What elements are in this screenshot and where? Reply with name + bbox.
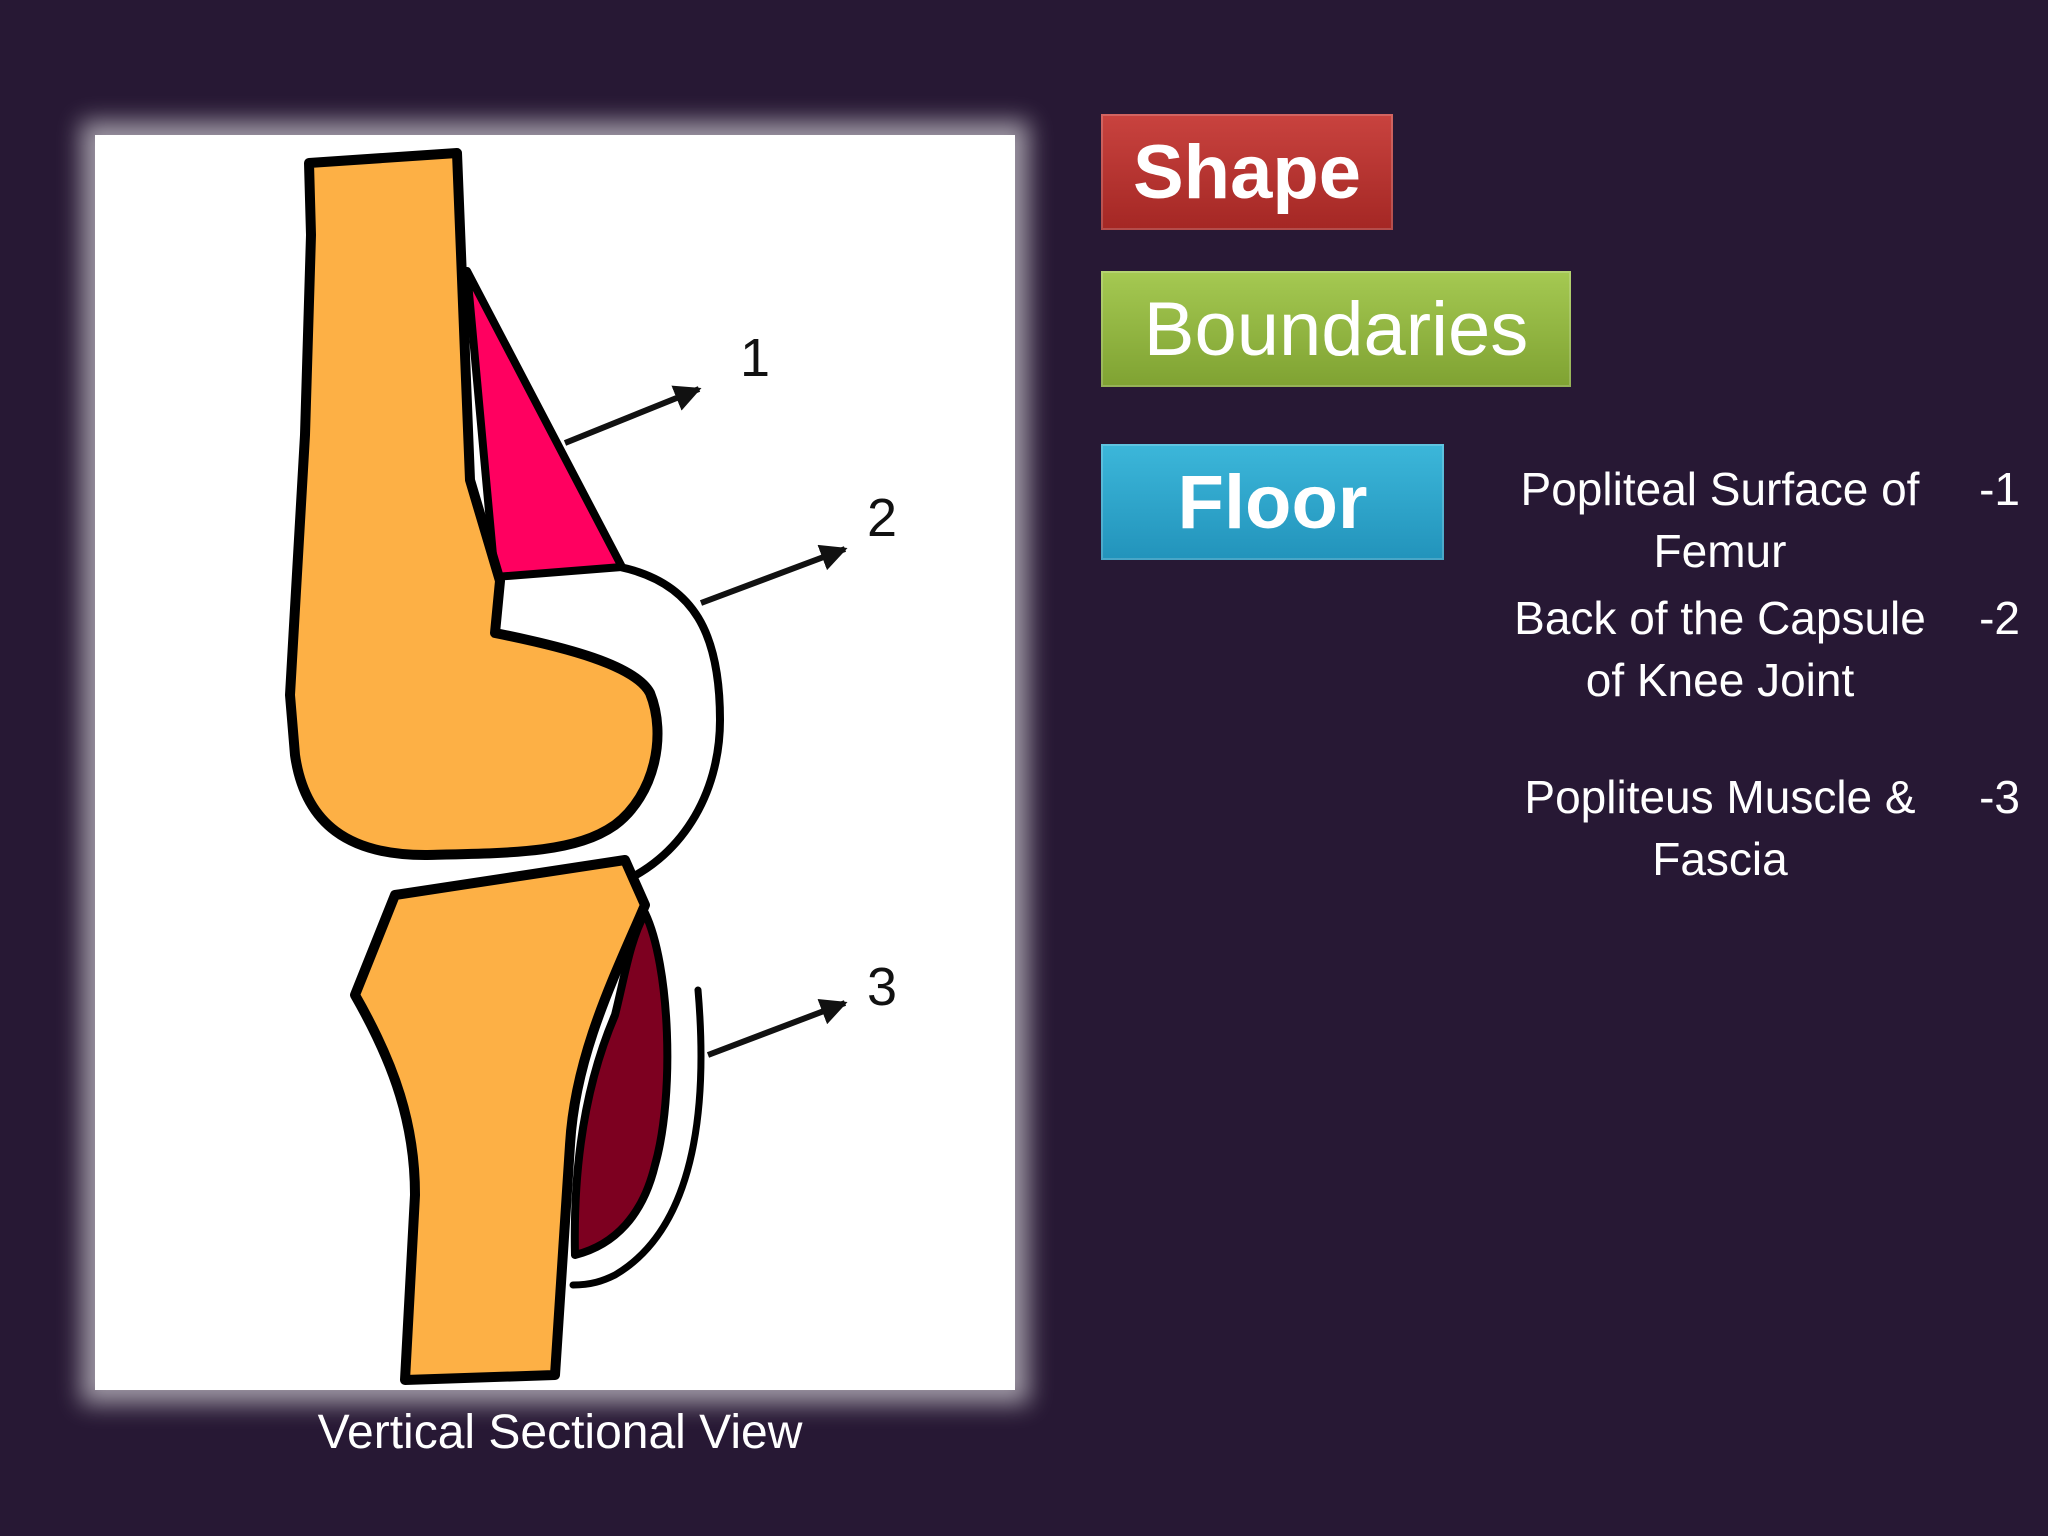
boundaries-button[interactable]: Boundaries: [1101, 271, 1571, 387]
label-2-arrow: [699, 544, 848, 606]
shape-button[interactable]: Shape: [1101, 114, 1393, 230]
floor-item-3-line1: Popliteus Muscle &: [1524, 771, 1916, 823]
label-3: 3: [867, 957, 897, 1017]
floor-item-1-line1: Popliteal Surface of: [1520, 463, 1920, 515]
femur-bone: [285, 148, 663, 860]
popliteus-fascia: [569, 986, 705, 1289]
popliteus-muscle: [570, 909, 672, 1259]
floor-item-1-number: -1: [1979, 463, 2020, 515]
floor-button[interactable]: Floor: [1101, 444, 1444, 560]
floor-item-3-number: -3: [1979, 771, 2020, 823]
figure-caption: Vertical Sectional View: [317, 1406, 803, 1459]
tibia-bone: [350, 855, 650, 1385]
floor-item-2-line2: of Knee Joint: [1585, 654, 1855, 706]
knee-section-diagram: 1 2 3: [285, 148, 897, 1385]
figure-panel: 1 2 3: [95, 135, 1015, 1390]
floor-item-3-line2: Fascia: [1652, 833, 1788, 885]
label-1-arrow: [563, 385, 702, 446]
label-2: 2: [867, 488, 897, 548]
floor-item-2-number: -2: [1979, 592, 2020, 644]
label-3-arrow: [706, 999, 848, 1058]
floor-item-2-line1: Back of the Capsule: [1514, 592, 1926, 644]
floor-item-2: Back of the Capsule -2 of Knee Joint: [1480, 587, 2020, 711]
label-1: 1: [740, 328, 770, 388]
knee-joint-capsule: [611, 563, 725, 889]
floor-item-1: Popliteal Surface of -1 Femur: [1480, 458, 2020, 582]
floor-item-1-line2: Femur: [1653, 525, 1787, 577]
popliteal-surface-fat-pad: [463, 267, 626, 581]
floor-item-3: Popliteus Muscle & -3 Fascia: [1480, 766, 2020, 890]
